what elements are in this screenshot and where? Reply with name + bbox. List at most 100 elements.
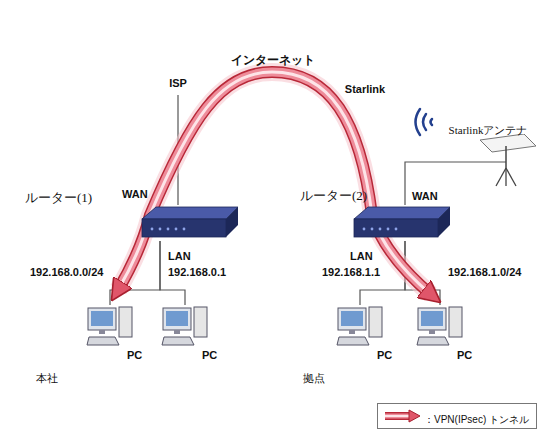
pc-label: PC	[127, 349, 142, 361]
router-label-anchor: ルーター(1)	[25, 188, 92, 207]
router-icon	[352, 205, 452, 241]
antenna-leg	[506, 168, 516, 186]
legend-box: ：VPN(IPsec) トンネル	[377, 403, 537, 429]
pc-stand	[429, 330, 435, 334]
router-front	[354, 219, 438, 237]
pc-stand	[99, 330, 105, 334]
router-top	[142, 207, 238, 219]
pc-monitor	[418, 308, 446, 330]
router-front	[142, 219, 226, 237]
network-label: WAN	[122, 188, 148, 200]
label-anchor: WAN	[122, 184, 148, 202]
pc-stand	[174, 330, 180, 334]
pc-monitor	[338, 308, 366, 330]
router-led	[183, 228, 186, 231]
router-led	[363, 228, 366, 231]
pc-icon	[415, 305, 465, 347]
pc-screen	[91, 311, 113, 326]
pc-screen	[341, 311, 363, 326]
pc-monitor	[88, 308, 116, 330]
label-anchor: 192.168.1.0/24	[448, 262, 521, 280]
router-led	[371, 228, 374, 231]
ellipse-outline	[160, 24, 385, 97]
network-label: 192.168.1.0/24	[448, 266, 521, 278]
ellipse-outline	[153, 71, 204, 94]
network-ellipse: Starlink	[332, 77, 398, 101]
router-top	[354, 207, 450, 219]
node-label: ISP	[169, 77, 187, 89]
pc-stand	[349, 330, 355, 334]
router: ルーター(2)	[352, 205, 452, 241]
router-led	[387, 228, 390, 231]
network-label: 192.168.0.1	[168, 266, 226, 278]
router-led	[395, 228, 398, 231]
node-label: インターネット	[231, 52, 315, 69]
starlink-antenna: Starlinkアンテナ	[438, 120, 538, 188]
pc-keyboard	[87, 337, 119, 345]
label-anchor: LAN	[168, 246, 191, 264]
footer-anchor: 拠点	[303, 368, 325, 386]
router: ルーター(1)	[140, 205, 240, 241]
pc-tower	[449, 307, 462, 337]
footer-anchor: 本社	[36, 368, 58, 386]
pc-tower	[369, 307, 382, 337]
router-led	[167, 228, 170, 231]
label-anchor: WAN	[412, 186, 438, 204]
router-label-anchor: ルーター(2)	[300, 186, 367, 205]
footer-marker	[25, 372, 32, 381]
pc-label: PC	[377, 349, 392, 361]
pc-screen	[166, 311, 188, 326]
router-icon	[140, 205, 240, 241]
pc-monitor	[163, 308, 191, 330]
network-wire	[405, 162, 438, 205]
pc-label-anchor: PC	[127, 345, 142, 363]
network-label: 192.168.0.0/24	[30, 266, 103, 278]
pc-icon	[335, 305, 385, 347]
pc: PC	[160, 305, 218, 361]
router-label: ルーター(2)	[300, 187, 367, 205]
network-ellipse: ISP	[152, 71, 204, 95]
antenna-label-anchor: Starlinkアンテナ	[438, 120, 538, 138]
footer-marker	[292, 372, 299, 381]
label-anchor: 192.168.1.1	[322, 262, 380, 280]
pc-icon	[85, 305, 135, 347]
legend-text: ：VPN(IPsec) トンネル	[424, 413, 529, 427]
antenna-icon	[438, 134, 538, 188]
pc-screen	[421, 311, 443, 326]
legend-sample	[383, 409, 421, 423]
router-led	[151, 228, 154, 231]
label-anchor: LAN	[350, 246, 373, 264]
pc: PC	[85, 305, 143, 361]
label-anchor: 192.168.0.1	[168, 262, 226, 280]
pc-tower	[194, 307, 207, 337]
pc-label: PC	[202, 349, 217, 361]
router-led	[379, 228, 382, 231]
legend-tube	[385, 412, 410, 420]
pc-label-anchor: PC	[457, 345, 472, 363]
panel-title: 拠点	[303, 371, 325, 385]
label-anchor: 192.168.0.0/24	[30, 262, 103, 280]
wireless-waves	[416, 109, 433, 135]
legend-text-anchor: ：VPN(IPsec) トンネル	[424, 409, 529, 427]
antenna-leg	[505, 168, 506, 186]
legend-tube	[385, 414, 410, 419]
pc-label-anchor: PC	[377, 345, 392, 363]
network-label: LAN	[350, 250, 373, 262]
network-label: LAN	[168, 250, 191, 262]
antenna-label: Starlinkアンテナ	[449, 123, 528, 138]
router-led	[159, 228, 162, 231]
pc-tower	[119, 307, 132, 337]
node-label: Starlink	[345, 83, 385, 95]
panel-footer-bar	[288, 369, 535, 383]
antenna-mast	[505, 146, 507, 168]
pc-label-anchor: PC	[202, 345, 217, 363]
pc: PC	[335, 305, 393, 361]
pc: PC	[415, 305, 473, 361]
ellipse-outline	[333, 77, 398, 100]
pc-keyboard	[337, 337, 369, 345]
antenna-dish	[480, 134, 536, 152]
router-side	[438, 207, 450, 237]
vpn-tunnel	[112, 72, 440, 302]
legend-head	[409, 410, 420, 422]
antenna-leg	[496, 168, 506, 186]
